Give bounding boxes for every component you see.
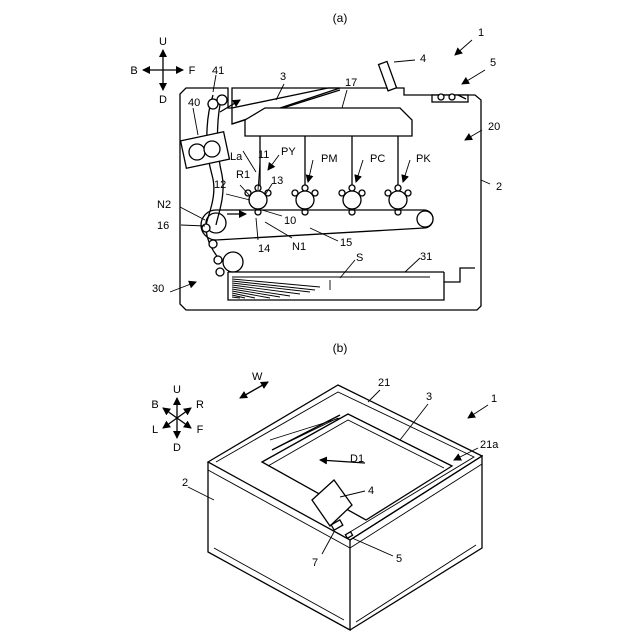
dir-back-label-b: B bbox=[151, 399, 158, 411]
operation-panel-b bbox=[312, 480, 352, 526]
label-R1: R1 bbox=[236, 169, 250, 181]
label-5: 5 bbox=[490, 57, 496, 69]
panel-a: (a) U D B F bbox=[130, 11, 502, 310]
label-15: 15 bbox=[340, 237, 352, 249]
paper-cassette bbox=[228, 268, 475, 300]
output-tray-recess bbox=[262, 414, 452, 520]
label-30: 30 bbox=[152, 283, 164, 295]
label-17: 17 bbox=[345, 77, 357, 89]
label-PC: PC bbox=[370, 153, 385, 165]
dir-front-label: F bbox=[189, 65, 196, 77]
panel-b: (b) W U D B R L F bbox=[151, 341, 499, 630]
printer-isometric bbox=[208, 385, 482, 630]
label-PK: PK bbox=[416, 153, 431, 165]
label-2: 2 bbox=[496, 181, 502, 193]
label-12: 12 bbox=[214, 179, 226, 191]
label-1: 1 bbox=[478, 27, 484, 39]
dir-front-label-b: F bbox=[197, 424, 204, 436]
dir-w-label: W bbox=[252, 371, 263, 383]
indicator bbox=[345, 532, 352, 538]
width-direction: W bbox=[240, 371, 268, 398]
label-b-D1: D1 bbox=[350, 453, 364, 465]
label-40: 40 bbox=[188, 97, 200, 109]
dir-up-label-b: U bbox=[173, 384, 181, 396]
dir-up-label: U bbox=[159, 36, 167, 48]
label-La: La bbox=[230, 151, 243, 163]
dir-right-label-b: R bbox=[196, 399, 204, 411]
label-b-3: 3 bbox=[426, 391, 432, 403]
label-N1: N1 bbox=[292, 241, 306, 253]
label-S: S bbox=[356, 252, 363, 264]
caption-b: (b) bbox=[333, 341, 348, 355]
label-11: 11 bbox=[258, 149, 269, 161]
label-b-21: 21 bbox=[378, 377, 390, 389]
dir-left-label-b: L bbox=[152, 424, 158, 436]
label-PY: PY bbox=[281, 146, 296, 158]
caption-a: (a) bbox=[333, 11, 348, 25]
label-b-7: 7 bbox=[312, 557, 318, 569]
label-4: 4 bbox=[420, 53, 426, 65]
dir-down-label: D bbox=[159, 94, 167, 106]
operation-panel bbox=[379, 61, 397, 90]
direction-indicator-b: U D B R L F bbox=[151, 384, 204, 454]
label-b-2: 2 bbox=[182, 477, 188, 489]
leader-lines-a bbox=[170, 40, 490, 292]
label-b-5: 5 bbox=[396, 553, 402, 565]
top-cover bbox=[208, 385, 482, 540]
dir-down-label-b: D bbox=[173, 442, 181, 454]
label-31: 31 bbox=[420, 251, 432, 263]
paper-stack bbox=[232, 277, 430, 298]
front-side bbox=[350, 456, 482, 630]
label-16: 16 bbox=[157, 220, 169, 232]
label-b-1: 1 bbox=[491, 393, 497, 405]
direction-indicator-a: U D B F bbox=[130, 36, 195, 106]
label-20: 20 bbox=[488, 121, 500, 133]
leader-lines-b bbox=[188, 390, 488, 556]
label-3: 3 bbox=[280, 71, 286, 83]
label-41: 41 bbox=[212, 65, 224, 77]
label-10: 10 bbox=[284, 215, 296, 227]
component-5 bbox=[432, 94, 468, 102]
label-14: 14 bbox=[258, 243, 270, 255]
labels-b: 1 21 3 21a D1 4 2 7 5 bbox=[182, 377, 499, 569]
label-b-21a: 21a bbox=[480, 439, 499, 451]
dir-back-label: B bbox=[130, 65, 137, 77]
label-13: 13 bbox=[271, 175, 283, 187]
label-PM: PM bbox=[321, 153, 338, 165]
optical-scanner bbox=[245, 108, 412, 136]
fixing-unit bbox=[181, 132, 230, 169]
label-N2: N2 bbox=[157, 199, 171, 211]
label-b-4: 4 bbox=[368, 485, 374, 497]
